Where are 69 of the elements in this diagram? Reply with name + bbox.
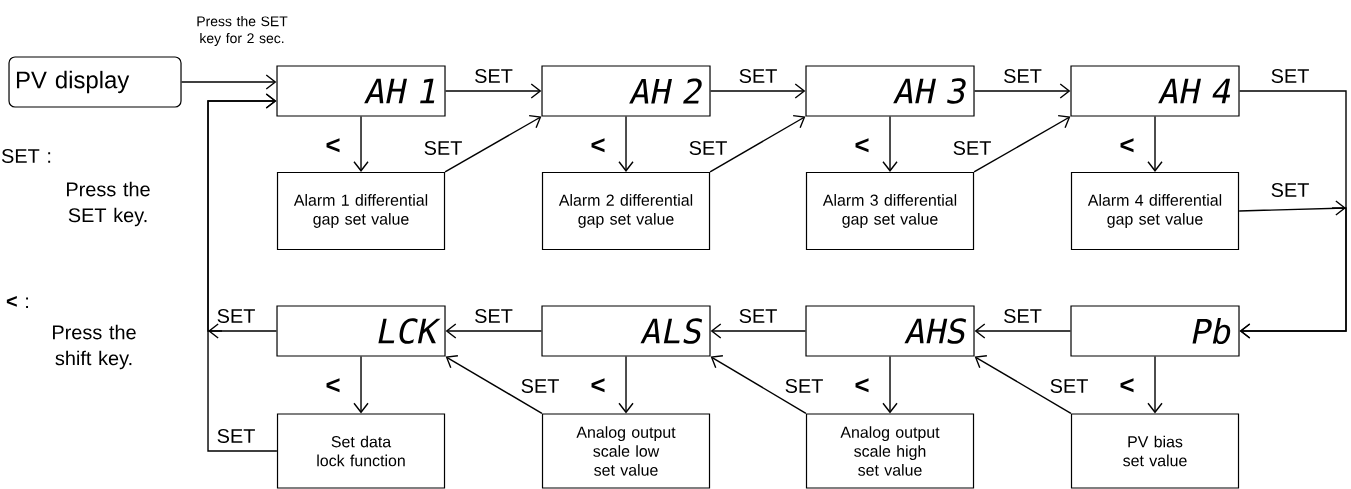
edge-label: < [326,138,340,153]
setting-box: Alarm 3 differential gap set value [805,171,975,251]
edge-label: Press the SET key for 2 sec. [197,16,288,46]
arrow [353,355,369,414]
setting-box: Analog output scale high set value [805,413,975,489]
edge-label: SET [739,68,777,84]
edge-label: < [326,378,340,393]
arrow [974,355,1072,415]
edge-label: < [1120,378,1134,393]
arrow [709,114,806,173]
edge-label: < [855,378,869,393]
segment-display: AH 2 [541,65,711,117]
setting-box: Alarm 2 differential gap set value [541,171,711,251]
arrow [207,93,278,452]
edge-label: SET [217,308,255,324]
arrow [445,323,543,339]
arrow [710,355,807,415]
edge-label: SET [739,308,777,324]
edge-label: SET [1271,182,1309,198]
arrow [1147,355,1163,414]
arrow [180,74,277,90]
edge-label: < [1120,138,1134,153]
edge-label: < [591,138,605,153]
edge-label: < [855,138,869,153]
arrow [444,114,542,173]
setting-box: Alarm 4 differential gap set value [1070,171,1240,251]
segment-display: LCK [276,305,446,357]
edge-label: SET [689,140,727,156]
segment-display: ALS [541,305,711,357]
segment-display: AHS [805,305,975,357]
arrow [1147,115,1163,172]
edge-label: SET [1050,378,1088,394]
edge-label: SET [1004,68,1042,84]
setting-box: Alarm 1 differential gap set value [276,171,446,251]
edge-label: SET [1004,308,1042,324]
edge-label: SET [521,378,559,394]
segment-display: AH 1 [276,65,446,117]
display-box: PV display [8,56,182,108]
arrow [974,323,1072,339]
arrow [353,115,369,172]
arrow [882,355,898,414]
legend-text: Press the shift key. [53,324,136,370]
arrow [973,114,1071,173]
segment-display: AH 4 [1070,65,1240,117]
edge-label: < [591,378,605,393]
setting-box: Analog output scale low set value [541,413,711,489]
arrow [1238,200,1347,339]
edge-label: SET [475,68,513,84]
setting-box: Set data lock function [276,413,446,489]
edge-label: SET [785,378,823,394]
legend-text: < : [6,296,28,308]
arrow [973,83,1071,99]
edge-label: SET [424,140,462,156]
setting-box: PV bias set value [1070,413,1240,489]
arrow [445,355,543,415]
segment-display: Pb [1070,305,1240,357]
arrow [882,115,898,172]
edge-label: SET [953,140,991,156]
arrow [710,323,807,339]
arrow [444,83,542,99]
edge-label: SET [217,428,255,444]
arrow [618,355,634,414]
legend-text: Press the SET key. [67,181,150,227]
arrow [709,83,806,99]
arrow [618,115,634,172]
segment-display: AH 3 [805,65,975,117]
edge-label: SET [475,308,513,324]
edge-label: SET [1271,68,1309,84]
legend-text: SET : [1,148,51,164]
